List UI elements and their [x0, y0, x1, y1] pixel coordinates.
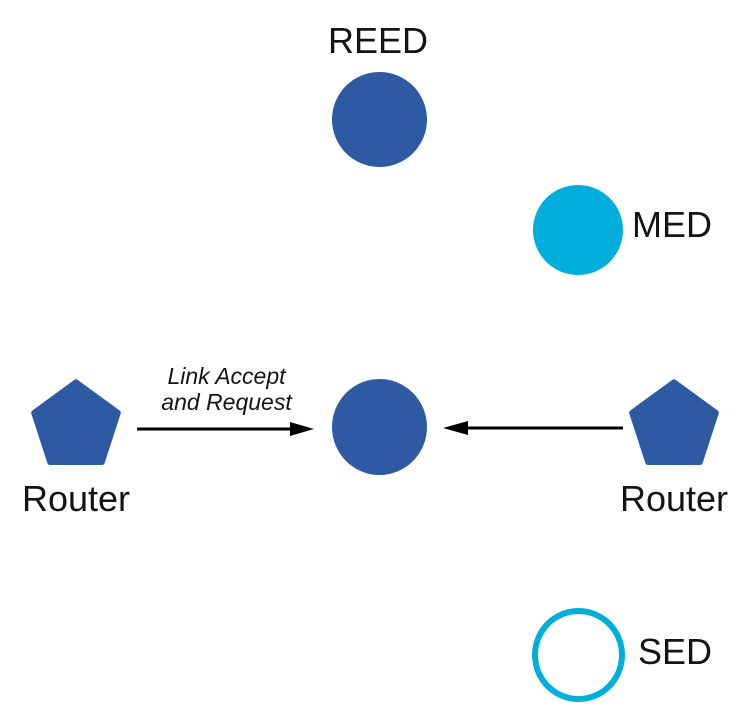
- parent-node-circle: [332, 379, 427, 475]
- router-right-label: Router: [619, 478, 729, 519]
- router-right-pentagon: [629, 379, 719, 465]
- reed-node-circle: [332, 72, 427, 167]
- right-arrow: [443, 421, 623, 435]
- sed-node-label: SED: [638, 631, 713, 672]
- left-edge-label-line2: and Request: [161, 389, 292, 415]
- left-arrow: [137, 422, 314, 436]
- med-node-circle: [533, 185, 623, 275]
- med-node-label: MED: [632, 204, 712, 245]
- router-left-label: Router: [21, 478, 131, 519]
- left-edge-label-line1: Link Accept: [167, 363, 286, 389]
- router-left-pentagon: [31, 379, 121, 465]
- sed-node-circle: [532, 608, 625, 702]
- reed-node-label: REED: [327, 20, 429, 61]
- left-edge-label: Link Accept and Request: [149, 363, 304, 415]
